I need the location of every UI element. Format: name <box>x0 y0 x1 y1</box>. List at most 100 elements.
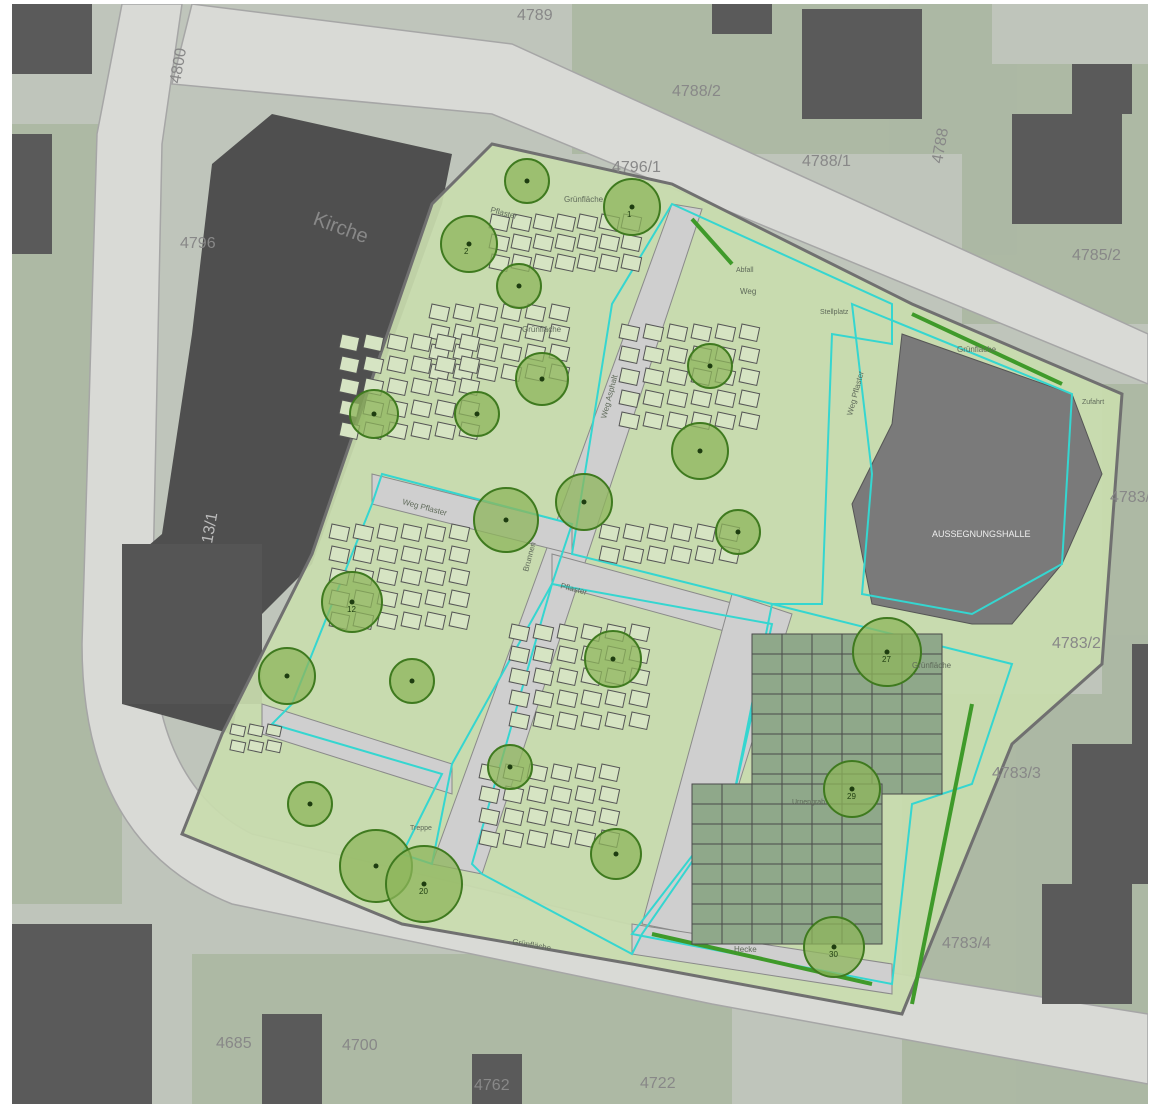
grave-plot <box>448 567 471 587</box>
grave-plot <box>424 545 447 565</box>
grave-plot <box>604 711 627 731</box>
grave-plot <box>510 233 533 253</box>
tree-trunk-dot <box>735 529 741 535</box>
grave-plot <box>265 723 283 738</box>
tree-trunk-dot <box>884 649 890 655</box>
grave-plot <box>328 545 351 565</box>
grave-plot <box>598 545 621 565</box>
grave-plot <box>376 567 399 587</box>
grave-plot <box>620 253 643 273</box>
grave-plot <box>526 785 549 805</box>
tree-trunk-dot <box>610 656 616 662</box>
funeral-hall-building[interactable] <box>851 333 1103 625</box>
grave-plot <box>247 739 265 754</box>
grave-plot <box>598 253 621 273</box>
grave-plot <box>458 333 481 353</box>
grave-plot <box>666 411 689 431</box>
grave-plot <box>580 689 603 709</box>
grave-plot <box>229 723 247 738</box>
grave-plot <box>508 645 531 665</box>
grave-plot <box>508 623 531 643</box>
grave-plot <box>642 389 665 409</box>
label-urnengrab: Urnengrab <box>792 799 825 806</box>
tree-trunk-dot <box>539 376 545 382</box>
map-labels: 4789 4788/2 4788/1 4788 4796/1 4800 4796… <box>167 7 1148 1094</box>
grave-plot <box>690 323 713 343</box>
grave-plot <box>488 213 511 233</box>
parcel-label-4783-1: 4783/1 <box>1110 489 1148 506</box>
grave-plot <box>738 367 761 387</box>
grave-plot <box>554 213 577 233</box>
grave-plot <box>574 763 597 783</box>
grave-plot <box>510 213 533 233</box>
grave-plot <box>550 785 573 805</box>
hall-label: AUSSEGNUNGSHALLE <box>932 529 1031 539</box>
grave-plot <box>400 545 423 565</box>
grave-plot <box>738 411 761 431</box>
grave-plot <box>550 763 573 783</box>
grave-plot <box>352 523 375 543</box>
tree-trunk-dot <box>421 881 427 887</box>
grave-plot <box>642 323 665 343</box>
grave-plot <box>642 345 665 365</box>
grave-plot <box>598 807 621 827</box>
grave-plot <box>618 323 641 343</box>
grave-plot <box>524 323 547 343</box>
grave-plot <box>642 411 665 431</box>
tree-trunk-dot <box>613 851 619 857</box>
grave-plot <box>502 807 525 827</box>
tree-trunk-dot <box>507 764 513 770</box>
grave-plot <box>424 589 447 609</box>
tree-number-label: 12 <box>347 605 356 614</box>
grave-plot <box>670 523 693 543</box>
grave-plot <box>410 377 433 397</box>
grave-plot <box>434 377 457 397</box>
grave-plot <box>532 667 555 687</box>
grave-plot <box>666 345 689 365</box>
grave-plot <box>576 233 599 253</box>
grave-plot <box>400 567 423 587</box>
grave-plot <box>424 523 447 543</box>
grave-plot <box>532 711 555 731</box>
grave-plot <box>362 355 385 375</box>
grave-plot <box>622 545 645 565</box>
tree-number-label: 1 <box>627 210 632 219</box>
tree-trunk-dot <box>629 204 635 210</box>
grave-plot <box>618 345 641 365</box>
tree-trunk-dot <box>524 178 530 184</box>
parcel-label-4788-1: 4788/1 <box>802 153 851 170</box>
grave-plot <box>576 253 599 273</box>
grave-plot <box>508 711 531 731</box>
parcel-label-4762: 4762 <box>474 1077 510 1094</box>
grave-plot <box>229 739 247 754</box>
grave-plot <box>580 711 603 731</box>
grave-plot <box>500 343 523 363</box>
grave-plot <box>714 323 737 343</box>
tree-number-label: 20 <box>419 887 428 896</box>
grave-plot <box>618 389 641 409</box>
grave-plot <box>642 367 665 387</box>
grave-plot <box>618 411 641 431</box>
grave-plot <box>458 355 481 375</box>
grave-plot <box>532 213 555 233</box>
tree-trunk-dot <box>474 411 480 417</box>
grave-plot <box>604 689 627 709</box>
label-gruenflaeche-1: Grünfläche <box>564 195 604 204</box>
grave-plot <box>476 323 499 343</box>
tree-trunk-dot <box>284 673 290 679</box>
parcel-label-4722: 4722 <box>640 1075 676 1092</box>
grave-plot <box>448 523 471 543</box>
grave-plot <box>428 303 451 323</box>
grave-plot <box>265 739 283 754</box>
grave-plot <box>410 399 433 419</box>
grave-plot <box>338 377 361 397</box>
parcel-label-13-1: 13/1 <box>199 511 221 545</box>
tree-number-label: 2 <box>464 247 469 256</box>
parcel-label-4700: 4700 <box>342 1037 378 1054</box>
grave-plot <box>690 389 713 409</box>
parcel-label-4783-3: 4783/3 <box>992 765 1041 782</box>
grave-plot <box>434 399 457 419</box>
